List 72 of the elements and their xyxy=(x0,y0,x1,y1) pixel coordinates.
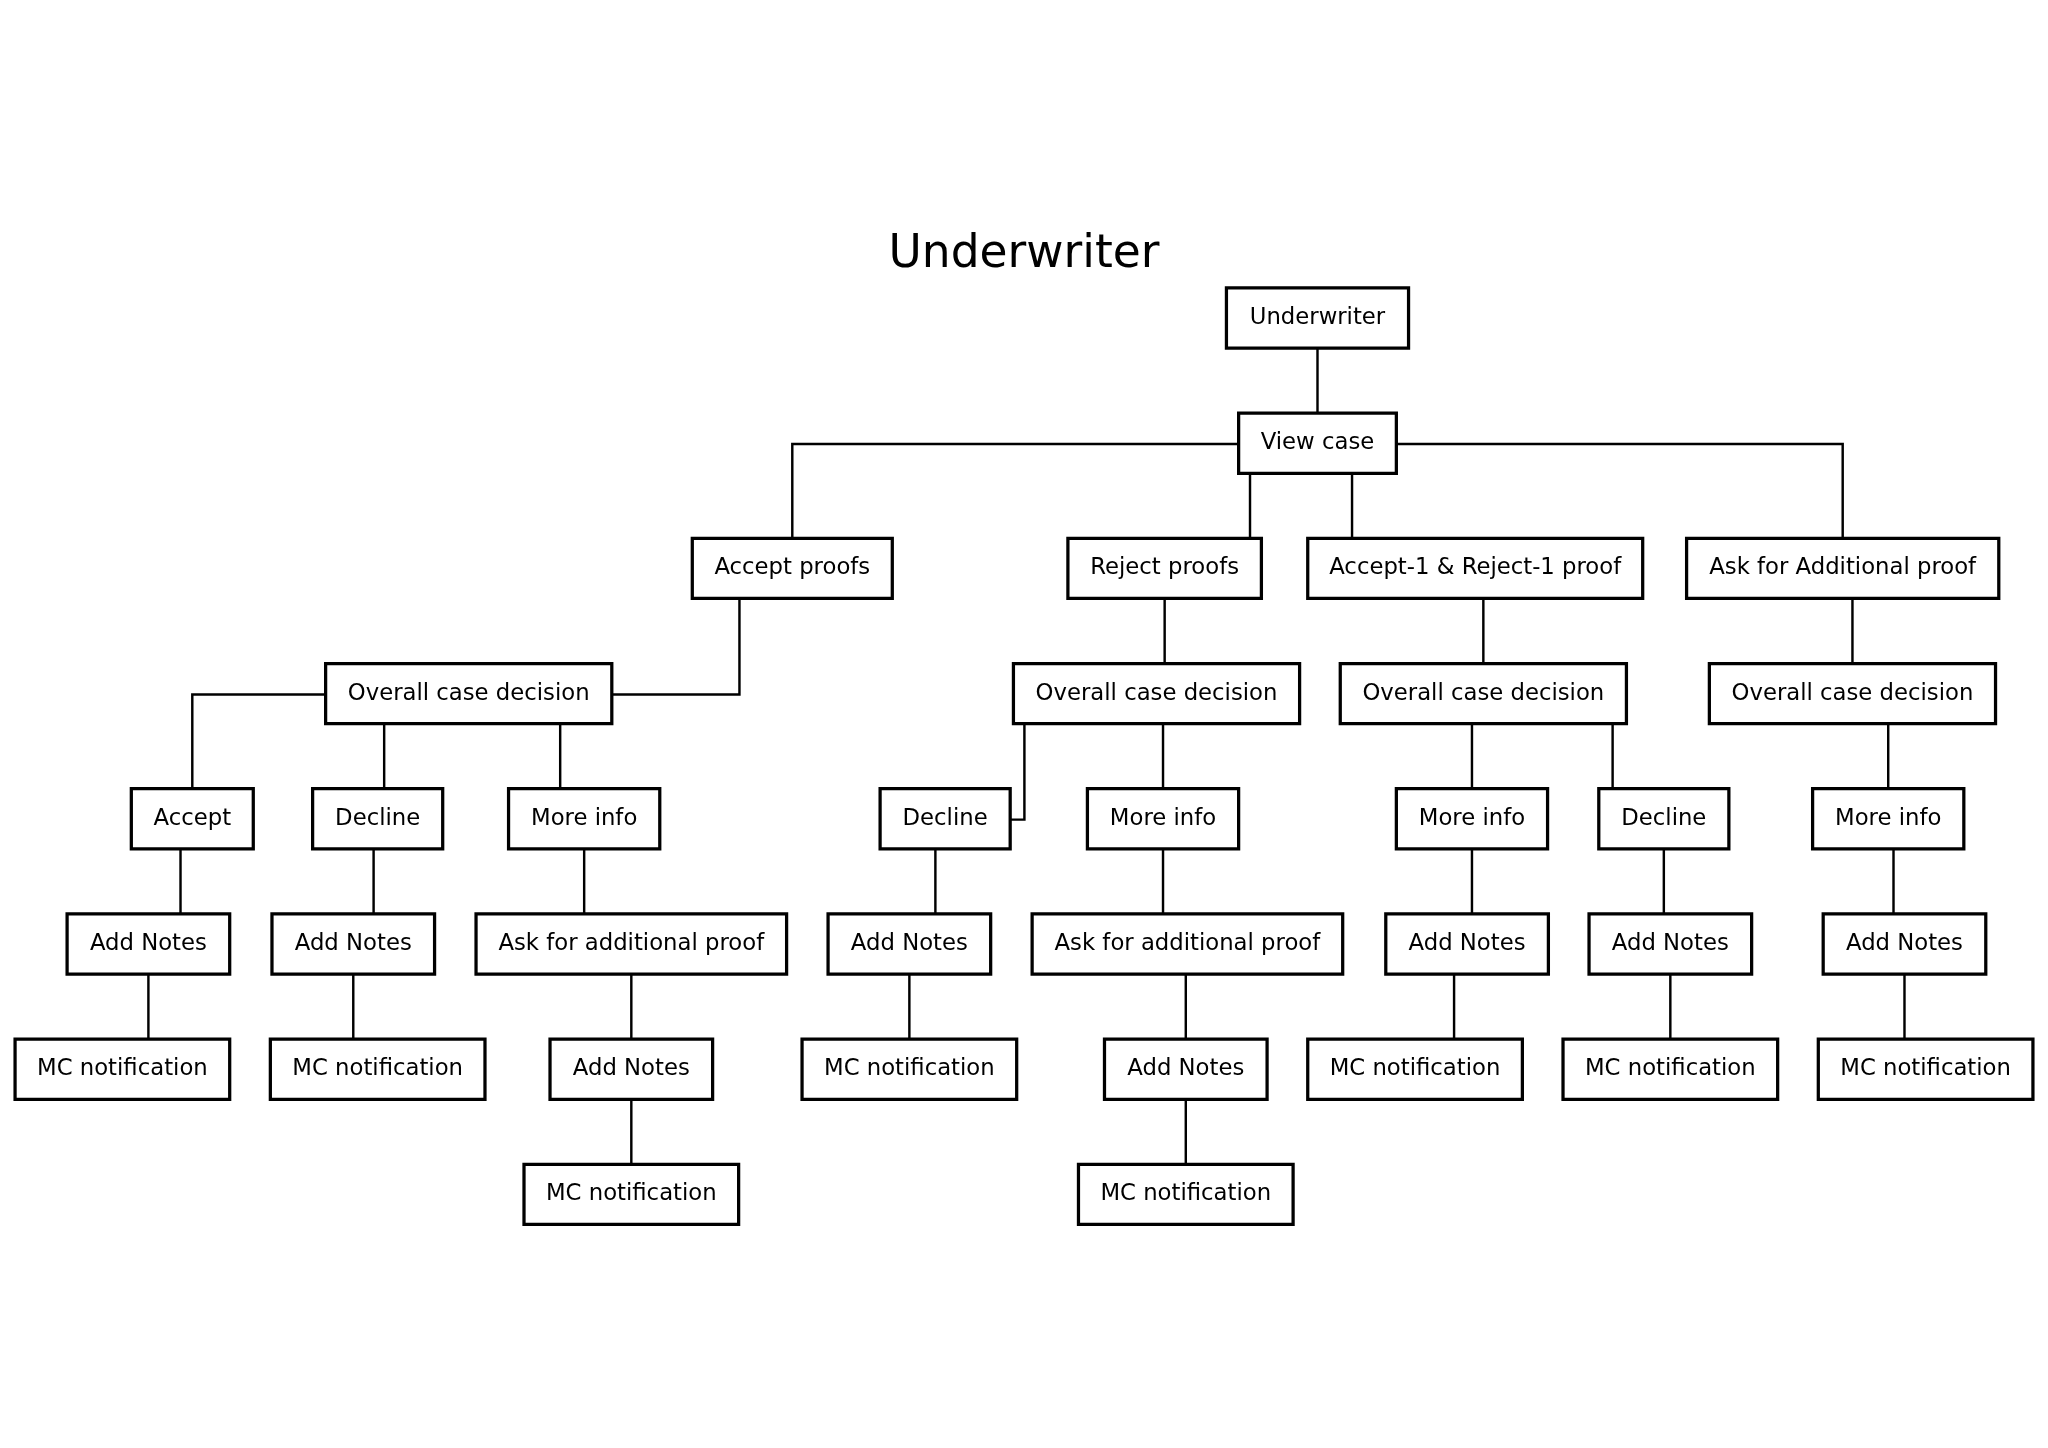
connector xyxy=(1611,723,1614,788)
connector xyxy=(1470,848,1474,914)
node-box: Accept xyxy=(129,786,255,850)
node-box: MC notification xyxy=(522,1162,741,1226)
connector xyxy=(908,973,911,1039)
connector xyxy=(352,973,355,1039)
node-box: Add Notes xyxy=(826,911,993,976)
node-box: Ask for Additional proof xyxy=(1684,536,2001,600)
connector xyxy=(1887,723,1890,788)
connector xyxy=(1662,848,1666,914)
node-box: Overall case decision xyxy=(1011,661,1302,725)
node-box: More info xyxy=(1085,786,1241,850)
connector xyxy=(934,848,937,914)
connector xyxy=(558,723,562,788)
node-box: More info xyxy=(1394,786,1550,850)
node-box: Add Notes xyxy=(1384,911,1550,976)
connector xyxy=(1316,347,1319,413)
node-box: Add Notes xyxy=(65,911,232,976)
connector xyxy=(1184,1099,1187,1164)
connector xyxy=(1452,973,1456,1039)
connector xyxy=(179,848,182,914)
connector xyxy=(372,848,375,914)
connector xyxy=(1350,473,1354,538)
connector xyxy=(191,692,325,789)
node-box: MC notification xyxy=(800,1037,1019,1101)
node-box: Ask for additional proof xyxy=(1030,911,1345,976)
node-box: Add Notes xyxy=(548,1037,715,1101)
connector xyxy=(612,598,741,696)
node-box: MC notification xyxy=(1816,1037,2035,1101)
node-box: MC notification xyxy=(13,1037,232,1101)
diagram-title: Underwriter xyxy=(888,224,1160,278)
connector xyxy=(630,1099,633,1164)
node-box: Add Notes xyxy=(270,911,437,976)
connector xyxy=(1010,723,1026,821)
connector xyxy=(1851,598,1854,663)
connector xyxy=(1184,973,1187,1039)
node-box: Decline xyxy=(878,786,1012,850)
node-box: Add Notes xyxy=(1821,911,1988,976)
node-box: Decline xyxy=(311,786,445,850)
connector xyxy=(147,973,150,1039)
connector xyxy=(1470,723,1474,788)
node-box: Ask for additional proof xyxy=(474,911,789,976)
node-box: Add Notes xyxy=(1587,911,1754,976)
node-box: MC notification xyxy=(1076,1162,1295,1226)
connector xyxy=(582,848,586,914)
node-box: Accept proofs xyxy=(690,536,894,600)
node-box: More info xyxy=(506,786,662,850)
node-box: Reject proofs xyxy=(1066,536,1264,600)
connector xyxy=(1482,598,1485,663)
node-box: Overall case decision xyxy=(324,661,614,725)
node-box: Accept-1 & Reject-1 proof xyxy=(1306,536,1645,600)
node-box: MC notification xyxy=(1561,1037,1780,1101)
connector xyxy=(1396,442,1844,538)
node-box: More info xyxy=(1811,786,1966,850)
node-box: Add Notes xyxy=(1102,1037,1269,1101)
connector xyxy=(1669,973,1672,1039)
node-box: Overall case decision xyxy=(1707,661,1998,725)
connector xyxy=(1903,973,1906,1039)
connector xyxy=(382,723,386,788)
connector xyxy=(1161,723,1165,788)
connector xyxy=(1892,848,1895,914)
node-box: Decline xyxy=(1597,786,1731,850)
connector xyxy=(1163,598,1166,663)
connector xyxy=(1161,848,1165,914)
node-box: MC notification xyxy=(1306,1037,1524,1101)
node-box: Overall case decision xyxy=(1338,661,1629,725)
node-box: Underwriter xyxy=(1224,285,1411,350)
connector xyxy=(1248,473,1252,538)
connector xyxy=(791,442,1239,538)
node-box: MC notification xyxy=(268,1037,487,1101)
node-box: View case xyxy=(1237,411,1398,475)
connector xyxy=(630,973,633,1039)
